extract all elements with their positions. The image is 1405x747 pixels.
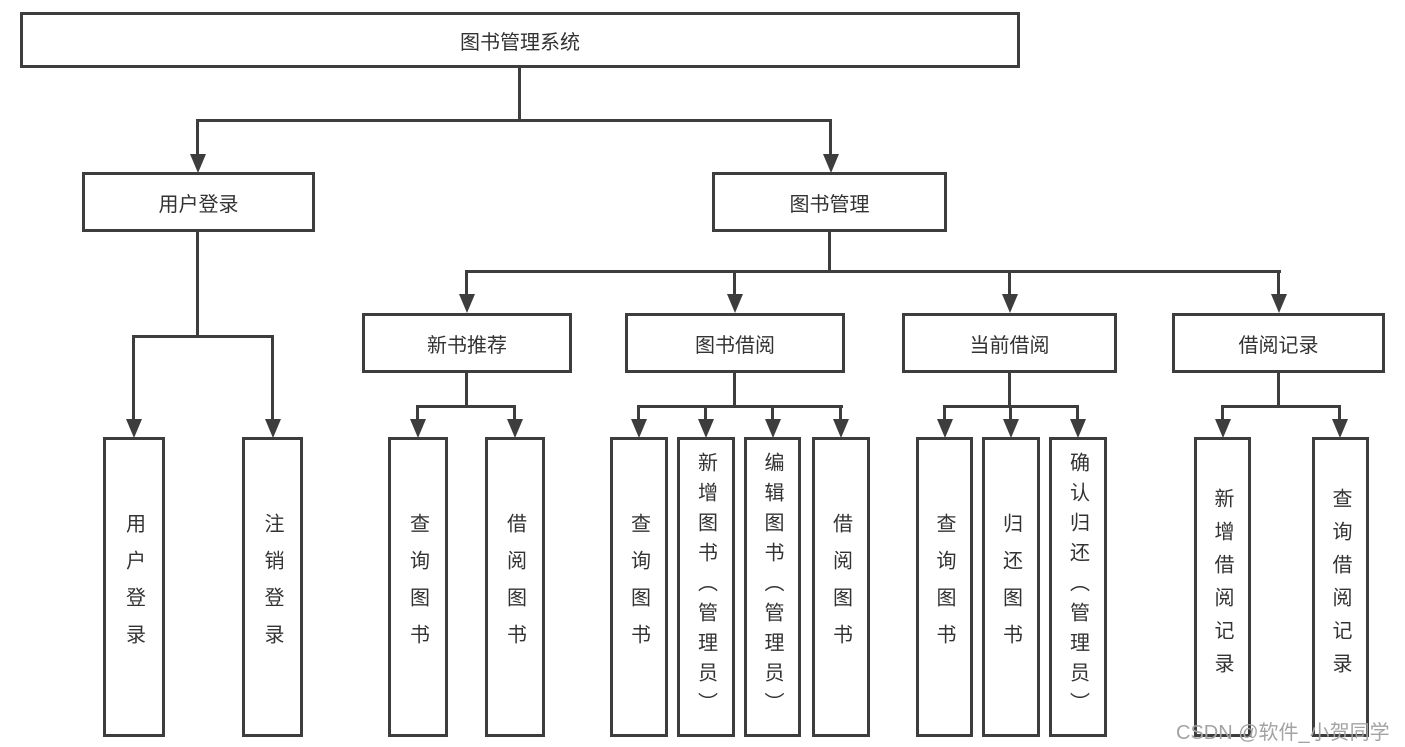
leaf-newbooks-borrow-books-label: 借阅图书 [503,513,526,661]
connector-drop-new-books [465,270,468,297]
node-current-borrowing-label: 当前借阅 [969,334,1050,357]
arrow-down-nb-borrow [507,419,523,438]
leaf-newbooks-query-books: 查询图书 [388,437,448,737]
connector-newbooks-stem [465,371,468,408]
arrow-down-bw-edit [765,419,781,438]
leaf-query-borrow-record-label: 查询借阅记录 [1329,488,1351,686]
node-book-borrowing: 图书借阅 [625,313,845,373]
leaf-borrowing-query-books: 查询图书 [610,437,668,737]
leaf-query-borrow-record: 查询借阅记录 [1312,437,1369,737]
node-book-management: 图书管理 [712,172,947,232]
leaf-user-login: 用户登录 [103,437,165,737]
connector-drop-leaf-login [132,335,135,421]
arrow-down-book-mgmt [823,154,839,173]
leaf-user-login-label: 用户登录 [122,513,145,661]
arrow-down-bw-query [631,419,647,438]
csdn-watermark: CSDN @软件_小贺同学 [1176,722,1390,744]
leaf-add-borrow-record-label: 新增借阅记录 [1211,488,1233,686]
connector-newbooks-bus [416,405,516,408]
node-borrow-records: 借阅记录 [1172,313,1385,373]
connector-drop-nb-query [416,405,419,422]
node-book-borrowing-label: 图书借阅 [695,334,775,357]
node-user-login: 用户登录 [82,172,315,232]
connector-root-stem [518,66,521,122]
connector-drop-borrowing [733,270,736,297]
connector-bookmgmt-bus [465,270,1281,273]
leaf-add-book-admin-label: 新增图书（管理员） [694,452,717,722]
connector-drop-current [1008,270,1011,297]
connector-current-stem [1008,371,1011,408]
arrow-down-records [1271,294,1287,313]
connector-root-bus [196,119,832,122]
connector-records-stem [1277,371,1280,408]
connector-borrowing-stem [733,371,736,408]
arrow-down-leaf-logout [265,419,281,438]
connector-bookmgmt-stem [828,230,831,273]
arrow-down-current [1002,294,1018,313]
leaf-logout: 注销登录 [242,437,303,737]
node-root: 图书管理系统 [20,12,1020,68]
arrow-down-user-login [190,154,206,173]
leaf-current-query-books: 查询图书 [916,437,973,737]
connector-drop-user-login [196,119,199,157]
arrow-down-leaf-login [126,419,142,438]
leaf-newbooks-query-books-label: 查询图书 [406,513,429,661]
arrow-down-rc-add [1215,419,1231,438]
connector-drop-cu-return [1009,405,1012,422]
connector-borrowing-bus [637,405,843,408]
connector-drop-leaf-logout [271,335,274,421]
connector-drop-rc-add [1221,405,1224,422]
connector-userlogin-bus [133,335,274,338]
leaf-return-book-label: 归还图书 [999,513,1022,661]
leaf-current-query-books-label: 查询图书 [933,513,955,661]
arrow-down-cu-return [1003,419,1019,438]
node-new-book-recommend-label: 新书推荐 [427,334,507,357]
arrow-down-bw-borrow [833,419,849,438]
node-current-borrowing: 当前借阅 [902,313,1117,373]
connector-drop-records [1277,270,1280,297]
leaf-logout-label: 注销登录 [261,513,283,661]
node-root-label: 图书管理系统 [460,31,580,54]
connector-records-bus [1221,405,1341,408]
leaf-borrowing-borrow-books: 借阅图书 [812,437,870,737]
arrow-down-cu-confirm [1070,419,1086,438]
leaf-edit-book-admin-label: 编辑图书（管理员） [761,452,783,722]
arrow-down-rc-query [1332,419,1348,438]
arrow-down-borrowing [727,294,743,313]
arrow-down-cu-query [937,419,953,438]
connector-drop-bw-add [704,405,707,422]
node-user-login-label: 用户登录 [158,193,239,216]
leaf-edit-book-admin: 编辑图书（管理员） [744,437,801,737]
leaf-confirm-return-admin: 确认归还（管理员） [1049,437,1107,737]
connector-drop-bw-edit [771,405,774,422]
arrow-down-nb-query [410,419,426,438]
node-new-book-recommend: 新书推荐 [362,313,572,373]
leaf-add-borrow-record: 新增借阅记录 [1194,437,1251,737]
node-book-management-label: 图书管理 [789,193,870,216]
connector-drop-cu-query [943,405,946,422]
arrow-down-new-books [459,294,475,313]
connector-drop-bw-query [637,405,640,422]
connector-drop-nb-borrow [513,405,516,422]
connector-drop-bw-borrow [839,405,842,422]
leaf-borrowing-query-books-label: 查询图书 [627,513,650,661]
arrow-down-bw-add [698,419,714,438]
leaf-borrowing-borrow-books-label: 借阅图书 [829,513,852,661]
connector-userlogin-stem [196,230,199,338]
connector-drop-rc-query [1338,405,1341,422]
leaf-return-book: 归还图书 [982,437,1040,737]
leaf-confirm-return-admin-label: 确认归还（管理员） [1066,452,1089,722]
connector-drop-cu-confirm [1076,405,1079,422]
leaf-add-book-admin: 新增图书（管理员） [677,437,735,737]
connector-drop-book-mgmt [829,119,832,157]
node-borrow-records-label: 借阅记录 [1238,334,1319,357]
leaf-newbooks-borrow-books: 借阅图书 [485,437,545,737]
